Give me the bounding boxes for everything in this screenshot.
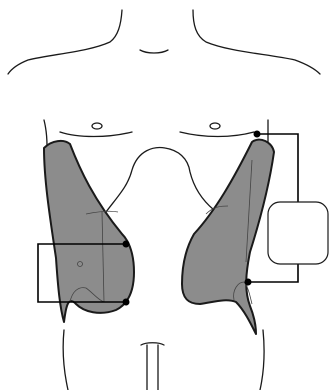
- lead-left-contact-bottom: [123, 299, 130, 306]
- electrode-pad-right: [182, 140, 274, 334]
- chin-line: [140, 50, 168, 53]
- abdomen-outline: [106, 148, 214, 212]
- torso-left-lower: [63, 330, 68, 390]
- pad-right-shape: [182, 140, 274, 334]
- navel-top: [141, 343, 164, 345]
- pectoral-right-line: [180, 132, 254, 137]
- lead-left-contact-top: [123, 241, 130, 248]
- nipple-right: [210, 123, 220, 129]
- pad-left-shape: [44, 141, 134, 322]
- electrode-pad-left: [44, 141, 134, 322]
- torso-right-lower: [260, 330, 264, 390]
- lead-right-contact-bottom: [245, 279, 252, 286]
- defibrillator-unit: [268, 202, 328, 264]
- nipple-left: [92, 123, 102, 129]
- neck-right-line: [193, 10, 320, 74]
- lead-right-contact-top: [254, 131, 261, 138]
- torso-left-side: [44, 120, 47, 146]
- lead-right-lower: [248, 264, 298, 282]
- pectoral-left-line: [60, 132, 132, 137]
- neck-left-line: [8, 10, 122, 74]
